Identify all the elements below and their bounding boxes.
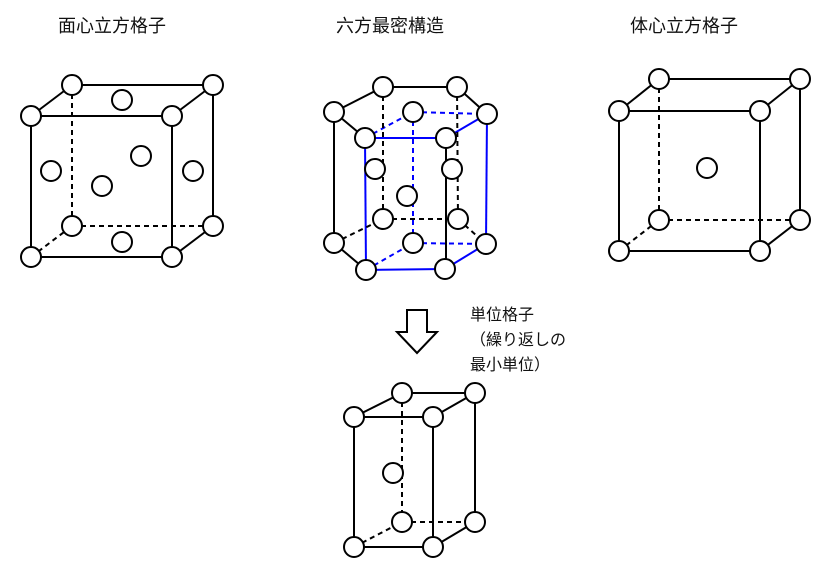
fcc-lattice bbox=[20, 74, 224, 268]
atom bbox=[402, 101, 424, 123]
atom bbox=[391, 511, 413, 533]
atom bbox=[202, 215, 224, 237]
atom bbox=[20, 105, 42, 127]
atom bbox=[161, 246, 183, 268]
bcc-title: 体心立方格子 bbox=[630, 16, 738, 37]
atom bbox=[446, 76, 468, 98]
atom bbox=[202, 74, 224, 96]
atom bbox=[161, 105, 183, 127]
unit-cell-note-line1: 単位格子 bbox=[470, 305, 535, 324]
atom bbox=[402, 232, 424, 254]
atom bbox=[391, 382, 413, 404]
atom bbox=[182, 160, 204, 182]
atom bbox=[372, 76, 394, 98]
atom bbox=[476, 103, 498, 125]
atom bbox=[354, 127, 376, 149]
unit-cell-note-line3: 最小単位） bbox=[470, 355, 551, 374]
atom bbox=[696, 157, 718, 179]
atom bbox=[355, 259, 377, 281]
atom bbox=[111, 231, 133, 253]
atom bbox=[648, 209, 670, 231]
atom bbox=[111, 89, 133, 111]
atom bbox=[364, 158, 386, 180]
hcp-structure bbox=[323, 76, 498, 281]
atom bbox=[343, 536, 365, 558]
atom bbox=[422, 536, 444, 558]
down-arrow-icon bbox=[394, 309, 440, 355]
atom bbox=[789, 209, 811, 231]
atom bbox=[749, 240, 771, 262]
atom bbox=[422, 406, 444, 428]
hidden-edge bbox=[412, 242, 487, 245]
edge bbox=[364, 137, 367, 271]
atom bbox=[789, 68, 811, 90]
unit-cell-note: 単位格子 （繰り返しの 最小単位） bbox=[470, 302, 566, 377]
atom bbox=[20, 246, 42, 268]
hcp-title: 六方最密構造 bbox=[336, 16, 444, 37]
atom bbox=[608, 100, 630, 122]
edge bbox=[485, 113, 488, 245]
unit-cell-note-line2: （繰り返しの bbox=[470, 330, 567, 349]
edge bbox=[365, 268, 446, 271]
fcc-title: 面心立方格子 bbox=[58, 16, 166, 37]
atom bbox=[61, 74, 83, 96]
atom bbox=[475, 233, 497, 255]
atom bbox=[464, 511, 486, 533]
atom bbox=[91, 175, 113, 197]
hidden-edge bbox=[456, 86, 459, 220]
atom bbox=[464, 382, 486, 404]
atom bbox=[382, 462, 404, 484]
atom bbox=[396, 185, 418, 207]
atom bbox=[323, 101, 345, 123]
atom bbox=[343, 406, 365, 428]
atom bbox=[435, 127, 457, 149]
atom bbox=[648, 68, 670, 90]
atom bbox=[434, 258, 456, 280]
atom bbox=[447, 208, 469, 230]
hidden-edge bbox=[412, 111, 488, 115]
bcc-lattice bbox=[608, 68, 811, 262]
atom bbox=[441, 158, 463, 180]
atom bbox=[130, 145, 152, 167]
atom bbox=[608, 240, 630, 262]
atom bbox=[61, 215, 83, 237]
atom bbox=[40, 160, 62, 182]
atom bbox=[749, 100, 771, 122]
hcp-unit-cell bbox=[343, 382, 486, 558]
atom bbox=[323, 232, 345, 254]
atom bbox=[372, 208, 394, 230]
